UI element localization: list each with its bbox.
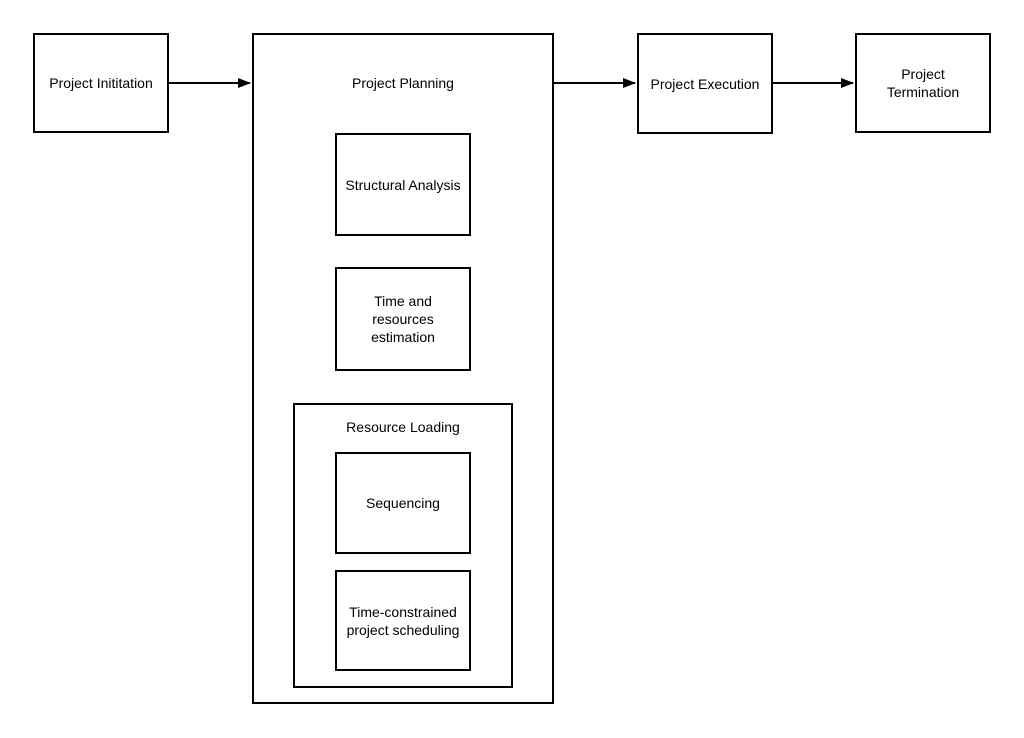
- node-project-execution: Project Execution: [637, 33, 773, 134]
- node-label: Project Execution: [650, 75, 760, 92]
- node-resource-loading: Resource Loading: [293, 403, 513, 688]
- node-label: Project Inititation: [49, 75, 153, 91]
- node-label: Time-constrained project scheduling: [346, 603, 460, 638]
- node-label: Time and resources estimation: [371, 293, 435, 345]
- node-label: Project Planning: [352, 75, 454, 91]
- node-sequencing: Sequencing: [335, 452, 471, 554]
- node-label: Sequencing: [366, 495, 440, 511]
- node-label: Project Termination: [886, 66, 960, 100]
- node-project-initiation: Project Inititation: [33, 33, 169, 133]
- node-label: Resource Loading: [346, 419, 460, 435]
- node-project-termination: Project Termination: [855, 33, 991, 133]
- node-time-resources-estimation: Time and resources estimation: [335, 267, 471, 371]
- node-time-constrained-scheduling: Time-constrained project scheduling: [335, 570, 471, 671]
- node-project-planning: Project Planning: [252, 33, 554, 704]
- node-structural-analysis: Structural Analysis: [335, 133, 471, 236]
- node-label: Structural Analysis: [345, 176, 461, 193]
